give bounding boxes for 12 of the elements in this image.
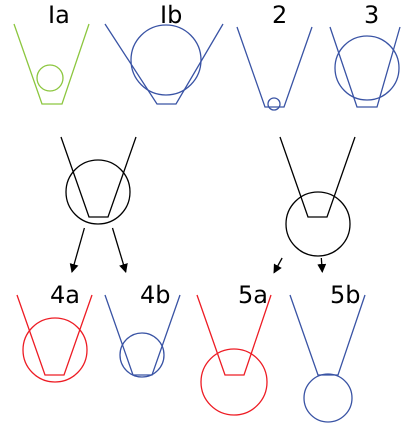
figure-label: 4b xyxy=(140,282,171,308)
figure-label: 5a xyxy=(238,282,268,308)
arrow xyxy=(112,228,128,273)
arrow xyxy=(317,258,326,273)
arrow xyxy=(273,258,283,274)
figure-label: 2 xyxy=(272,2,288,28)
figure-label: Ia xyxy=(48,2,70,28)
figure-label: 3 xyxy=(364,2,380,28)
arrow xyxy=(70,228,86,273)
figure-label: 4a xyxy=(50,282,80,308)
figure-label: Ib xyxy=(160,2,182,28)
figure-label: 5b xyxy=(330,282,361,308)
